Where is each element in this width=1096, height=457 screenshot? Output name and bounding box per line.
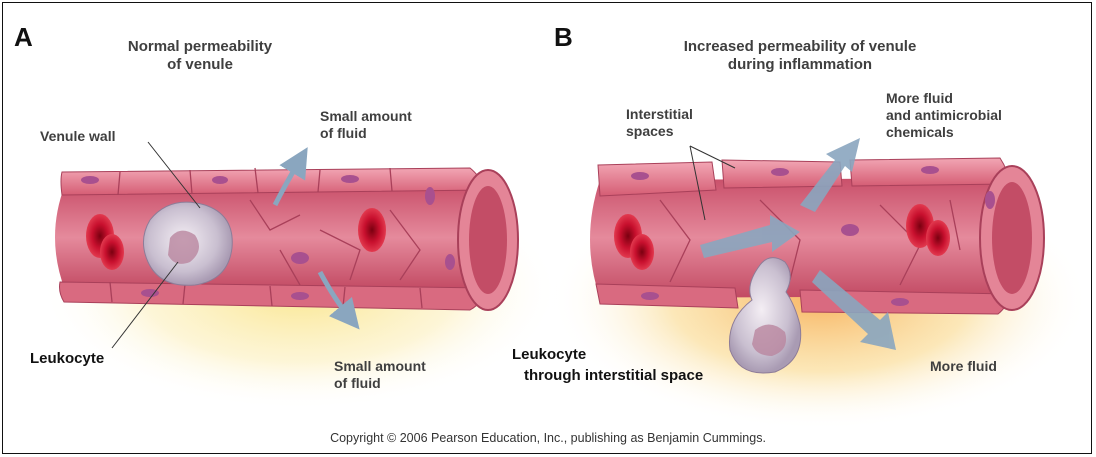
label-more-fluid-top-line3: chemicals [886,124,1002,141]
label-more-fluid-bottom: More fluid [930,358,997,375]
top-wall-a [61,168,486,195]
copyright-notice: Copyright © 2006 Pearson Education, Inc.… [0,431,1096,445]
panel-b-title-line1: Increased permeability of venule [660,38,940,56]
leukocyte-a [143,202,232,285]
label-small-fluid-bottom-line1: Small amount [334,358,426,375]
label-small-fluid-top-line2: of fluid [320,125,412,142]
vessel-opening-a [469,186,507,294]
label-leukocyte-a: Leukocyte [30,350,104,367]
label-leukocyte-b-line2: through interstitial space [510,367,703,384]
panel-b-title: Increased permeability of venule during … [660,38,940,74]
label-small-fluid-bottom: Small amount of fluid [334,358,426,392]
label-venule-wall: Venule wall [40,128,115,145]
label-interstitial-line1: Interstitial [626,106,693,123]
panel-a-title: Normal permeability of venule [100,38,300,74]
label-small-fluid-top: Small amount of fluid [320,108,412,142]
label-more-fluid-top: More fluid and antimicrobial chemicals [886,90,1002,141]
label-leukocyte-b: Leukocyte through interstitial space [510,346,703,384]
panel-b-letter: B [554,22,573,53]
panel-a-title-line1: Normal permeability [100,38,300,56]
panel-a-title-line2: of venule [100,56,300,74]
panel-b-title-line2: during inflammation [660,56,940,74]
label-more-fluid-top-line2: and antimicrobial [886,107,1002,124]
label-interstitial-spaces: Interstitial spaces [626,106,693,140]
panel-a-letter: A [14,22,33,53]
label-leukocyte-b-line1: Leukocyte [510,346,703,363]
label-interstitial-line2: spaces [626,123,693,140]
vessel-b [550,138,1090,430]
vessel-a [40,142,560,410]
label-small-fluid-bottom-line2: of fluid [334,375,426,392]
label-more-fluid-top-line1: More fluid [886,90,1002,107]
vessel-opening-b [992,182,1032,294]
label-small-fluid-top-line1: Small amount [320,108,412,125]
